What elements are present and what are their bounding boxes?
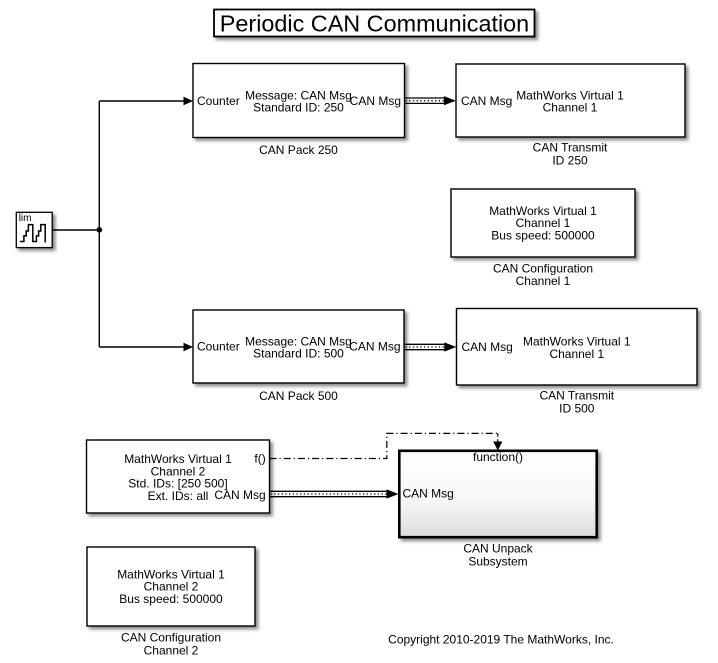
- svg-text:lim: lim: [19, 213, 32, 224]
- svg-text:Subsystem: Subsystem: [468, 555, 527, 569]
- svg-text:CAN Msg: CAN Msg: [350, 94, 401, 108]
- svg-text:CAN Msg: CAN Msg: [349, 340, 400, 354]
- svg-text:MathWorks Virtual 1: MathWorks Virtual 1: [117, 567, 225, 581]
- svg-text:function(): function(): [473, 450, 523, 464]
- svg-text:Channel 2: Channel 2: [144, 644, 199, 658]
- svg-text:Channel 1: Channel 1: [549, 347, 604, 361]
- svg-text:CAN Msg: CAN Msg: [214, 488, 265, 502]
- svg-text:f(): f(): [254, 451, 265, 465]
- svg-text:Channel 2: Channel 2: [151, 464, 206, 478]
- svg-text:CAN Msg: CAN Msg: [403, 487, 454, 501]
- svg-text:CAN Msg: CAN Msg: [461, 94, 512, 108]
- svg-text:MathWorks Virtual 1: MathWorks Virtual 1: [523, 335, 631, 349]
- svg-text:Bus speed: 500000: Bus speed: 500000: [119, 592, 223, 606]
- svg-text:Message: CAN Msg: Message: CAN Msg: [245, 334, 352, 348]
- svg-text:CAN Transmit: CAN Transmit: [533, 141, 608, 155]
- svg-text:CAN Configuration: CAN Configuration: [493, 262, 593, 276]
- svg-text:MathWorks Virtual 1: MathWorks Virtual 1: [489, 204, 597, 218]
- svg-text:MathWorks Virtual 1: MathWorks Virtual 1: [516, 88, 624, 102]
- svg-text:ID 500: ID 500: [559, 402, 595, 416]
- svg-text:Std. IDs: [250 500]: Std. IDs: [250 500]: [128, 477, 227, 491]
- svg-text:CAN Pack 500: CAN Pack 500: [259, 389, 338, 403]
- svg-text:CAN Transmit: CAN Transmit: [539, 389, 614, 403]
- svg-text:Bus speed: 500000: Bus speed: 500000: [491, 228, 595, 242]
- svg-text:Standard ID: 500: Standard ID: 500: [253, 347, 344, 361]
- svg-text:MathWorks Virtual 1: MathWorks Virtual 1: [124, 452, 232, 466]
- svg-text:CAN Unpack: CAN Unpack: [463, 542, 533, 556]
- svg-text:CAN Pack 250: CAN Pack 250: [259, 143, 338, 157]
- svg-text:Message: CAN Msg: Message: CAN Msg: [245, 88, 352, 102]
- svg-text:Channel 1: Channel 1: [516, 216, 571, 230]
- svg-text:Counter: Counter: [197, 94, 240, 108]
- svg-text:Periodic CAN Communication: Periodic CAN Communication: [220, 11, 529, 37]
- svg-text:Counter: Counter: [197, 340, 240, 354]
- svg-text:ID 250: ID 250: [552, 154, 588, 168]
- svg-text:Standard ID: 250: Standard ID: 250: [253, 101, 344, 115]
- svg-text:Ext. IDs: all: Ext. IDs: all: [148, 489, 209, 503]
- svg-text:Channel 1: Channel 1: [516, 274, 571, 288]
- svg-text:Copyright 2010-2019 The MathWo: Copyright 2010-2019 The MathWorks, Inc.: [388, 632, 614, 646]
- svg-text:Channel 2: Channel 2: [144, 580, 199, 594]
- svg-text:CAN Configuration: CAN Configuration: [121, 631, 221, 645]
- svg-text:CAN Msg: CAN Msg: [462, 340, 513, 354]
- svg-text:Channel 1: Channel 1: [543, 101, 598, 115]
